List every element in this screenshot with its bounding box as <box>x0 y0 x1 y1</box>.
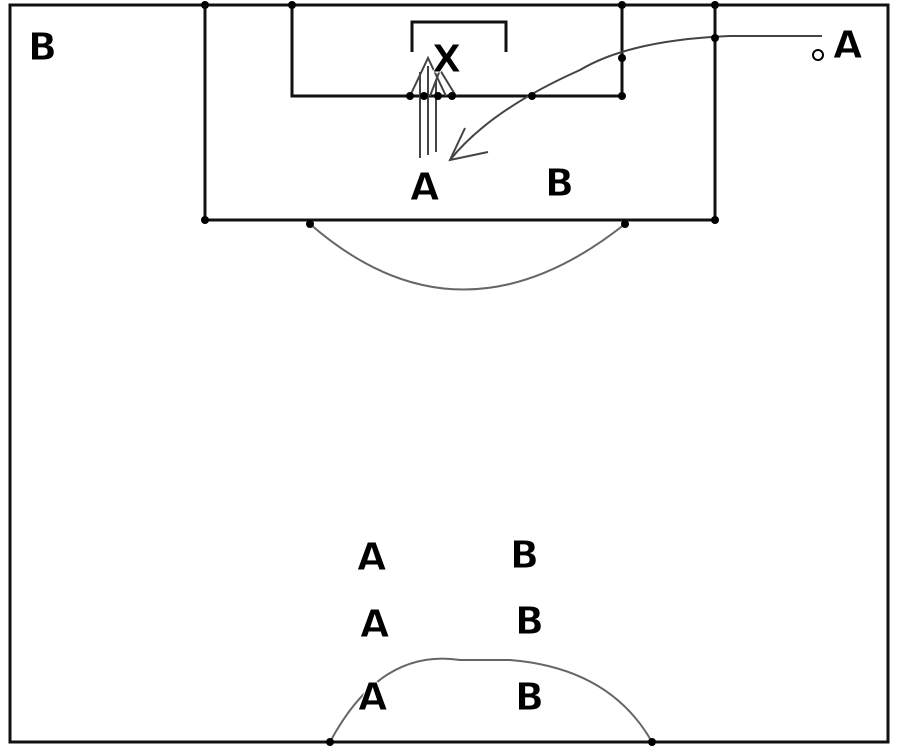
player-a-mid-2: A <box>360 602 390 646</box>
run-arrowhead-left <box>409 55 447 97</box>
six-yard-box <box>290 5 624 98</box>
penalty-arc <box>309 223 626 291</box>
penalty-area <box>203 5 717 222</box>
player-b-mid-1: B <box>510 533 539 577</box>
centre-circle-arc <box>329 657 653 743</box>
player-b-top-left: B <box>28 25 57 69</box>
run-arrowhead-right <box>429 67 457 97</box>
cross-arrowhead <box>448 127 489 162</box>
player-a-box: A <box>410 165 440 209</box>
cross-path <box>449 35 822 161</box>
ball-icon <box>812 49 824 61</box>
junction-dots <box>201 1 719 746</box>
goal <box>410 20 508 52</box>
player-b-mid-2: B <box>515 599 544 643</box>
pitch-boundary <box>8 3 890 744</box>
player-a-mid-1: A <box>357 535 387 579</box>
target-x-goal: X <box>432 37 461 81</box>
player-a-mid-3: A <box>358 675 388 719</box>
player-b-mid-3: B <box>515 675 544 719</box>
player-b-box: B <box>545 161 574 205</box>
player-a-corner: A <box>833 23 863 67</box>
